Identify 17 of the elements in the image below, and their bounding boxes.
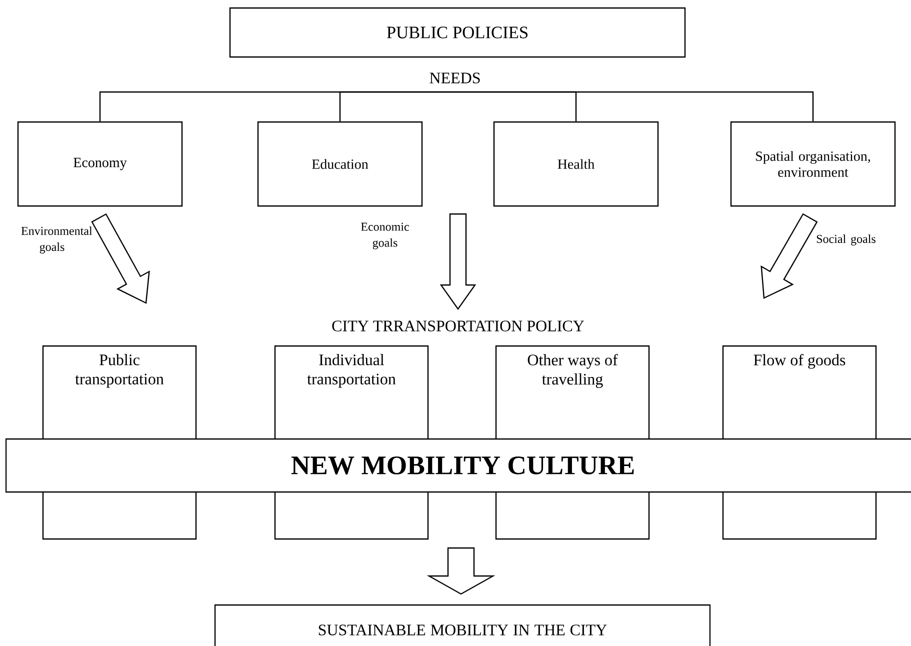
edge-label: Environmental goals <box>21 226 92 254</box>
edge-label: Social goals <box>816 234 876 246</box>
block-arrow <box>760 213 818 299</box>
category-box: Education <box>257 121 423 207</box>
block-arrow <box>440 213 476 310</box>
heading-text: NEEDS <box>430 72 480 84</box>
category-box: Health <box>493 121 659 207</box>
category-box: Spatial organisation, environment <box>730 121 896 207</box>
block-arrow <box>426 547 496 595</box>
category-box: Economy <box>17 121 183 207</box>
title-box: PUBLIC POLICIES <box>229 7 686 58</box>
result-box: SUSTAINABLE MOBILITY IN THE CITY <box>214 604 711 646</box>
edge-label: Economic goals <box>361 222 409 250</box>
connector-line <box>339 91 455 122</box>
heading-text: CITY TRRANSPORTATION POLICY <box>332 320 584 332</box>
banner-band: NEW MOBILITY CULTURE <box>5 438 911 493</box>
connector-line <box>455 91 814 122</box>
